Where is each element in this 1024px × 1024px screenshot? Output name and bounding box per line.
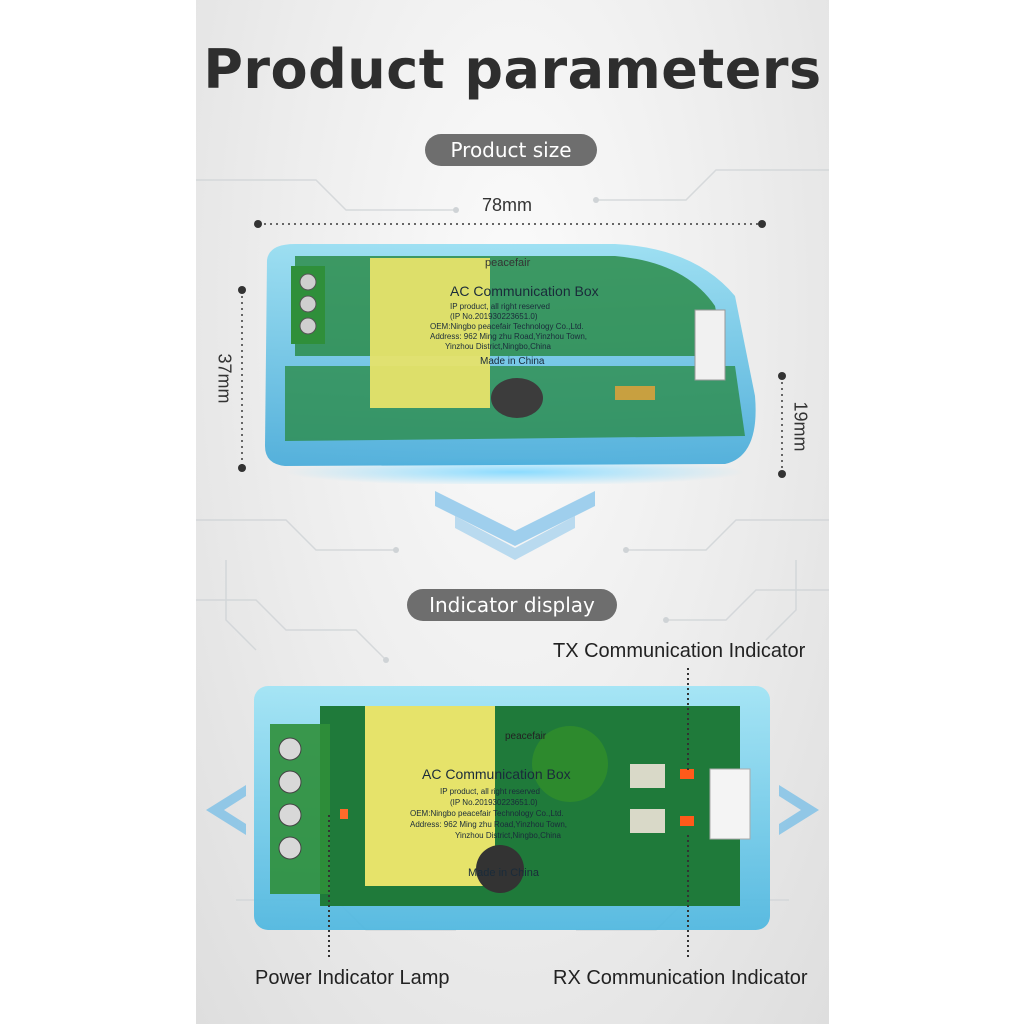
depth-dimension: 19mm (790, 401, 811, 452)
height-dimension: 37mm (214, 353, 235, 404)
ip-text-2: IP product, all right reserved (440, 787, 540, 796)
tx-led-icon (680, 769, 694, 779)
ip-no-text: (IP No.201930223651.0) (450, 312, 538, 321)
product-size-pill: Product size (425, 134, 597, 166)
address-text: Address: 962 Ming zhu Road,Yinzhou Town, (430, 332, 587, 341)
right-arrow-icon (779, 785, 819, 835)
oem-text-2: OEM:Ningbo peacefair Technology Co.,Ltd. (410, 809, 564, 818)
address2-text-2: Yinzhou District,Ningbo,China (455, 831, 562, 840)
power-indicator-label: Power Indicator Lamp (255, 967, 450, 989)
oem-text: OEM:Ningbo peacefair Technology Co.,Ltd. (430, 322, 584, 331)
down-chevron-icon (435, 491, 595, 560)
made-in-text-2: Made in China (468, 867, 540, 879)
brand-text-2: peacefair (505, 731, 547, 742)
product-name-text-2: AC Communication Box (422, 766, 571, 782)
indicator-display-pill: Indicator display (407, 589, 617, 621)
left-arrow-icon (206, 785, 246, 835)
brand-text: peacefair (485, 257, 531, 269)
rx-led-icon (680, 816, 694, 826)
product-side-view: peacefair AC Communication Box IP produc… (265, 244, 756, 484)
ip-text: IP product, all right reserved (450, 302, 550, 311)
tx-indicator-label: TX Communication Indicator (553, 640, 806, 662)
address2-text: Yinzhou District,Ningbo,China (445, 342, 552, 351)
address-text-2: Address: 962 Ming zhu Road,Yinzhou Town, (410, 820, 567, 829)
made-in-text: Made in China (480, 356, 545, 367)
power-led-icon (340, 809, 348, 819)
product-top-view: peacefair AC Communication Box IP produc… (254, 686, 770, 930)
rx-indicator-label: RX Communication Indicator (553, 967, 808, 989)
page-title: Product parameters (203, 38, 822, 101)
ip-no-text-2: (IP No.201930223651.0) (450, 798, 538, 807)
width-dimension: 78mm (482, 195, 533, 215)
product-name-text: AC Communication Box (450, 283, 599, 299)
